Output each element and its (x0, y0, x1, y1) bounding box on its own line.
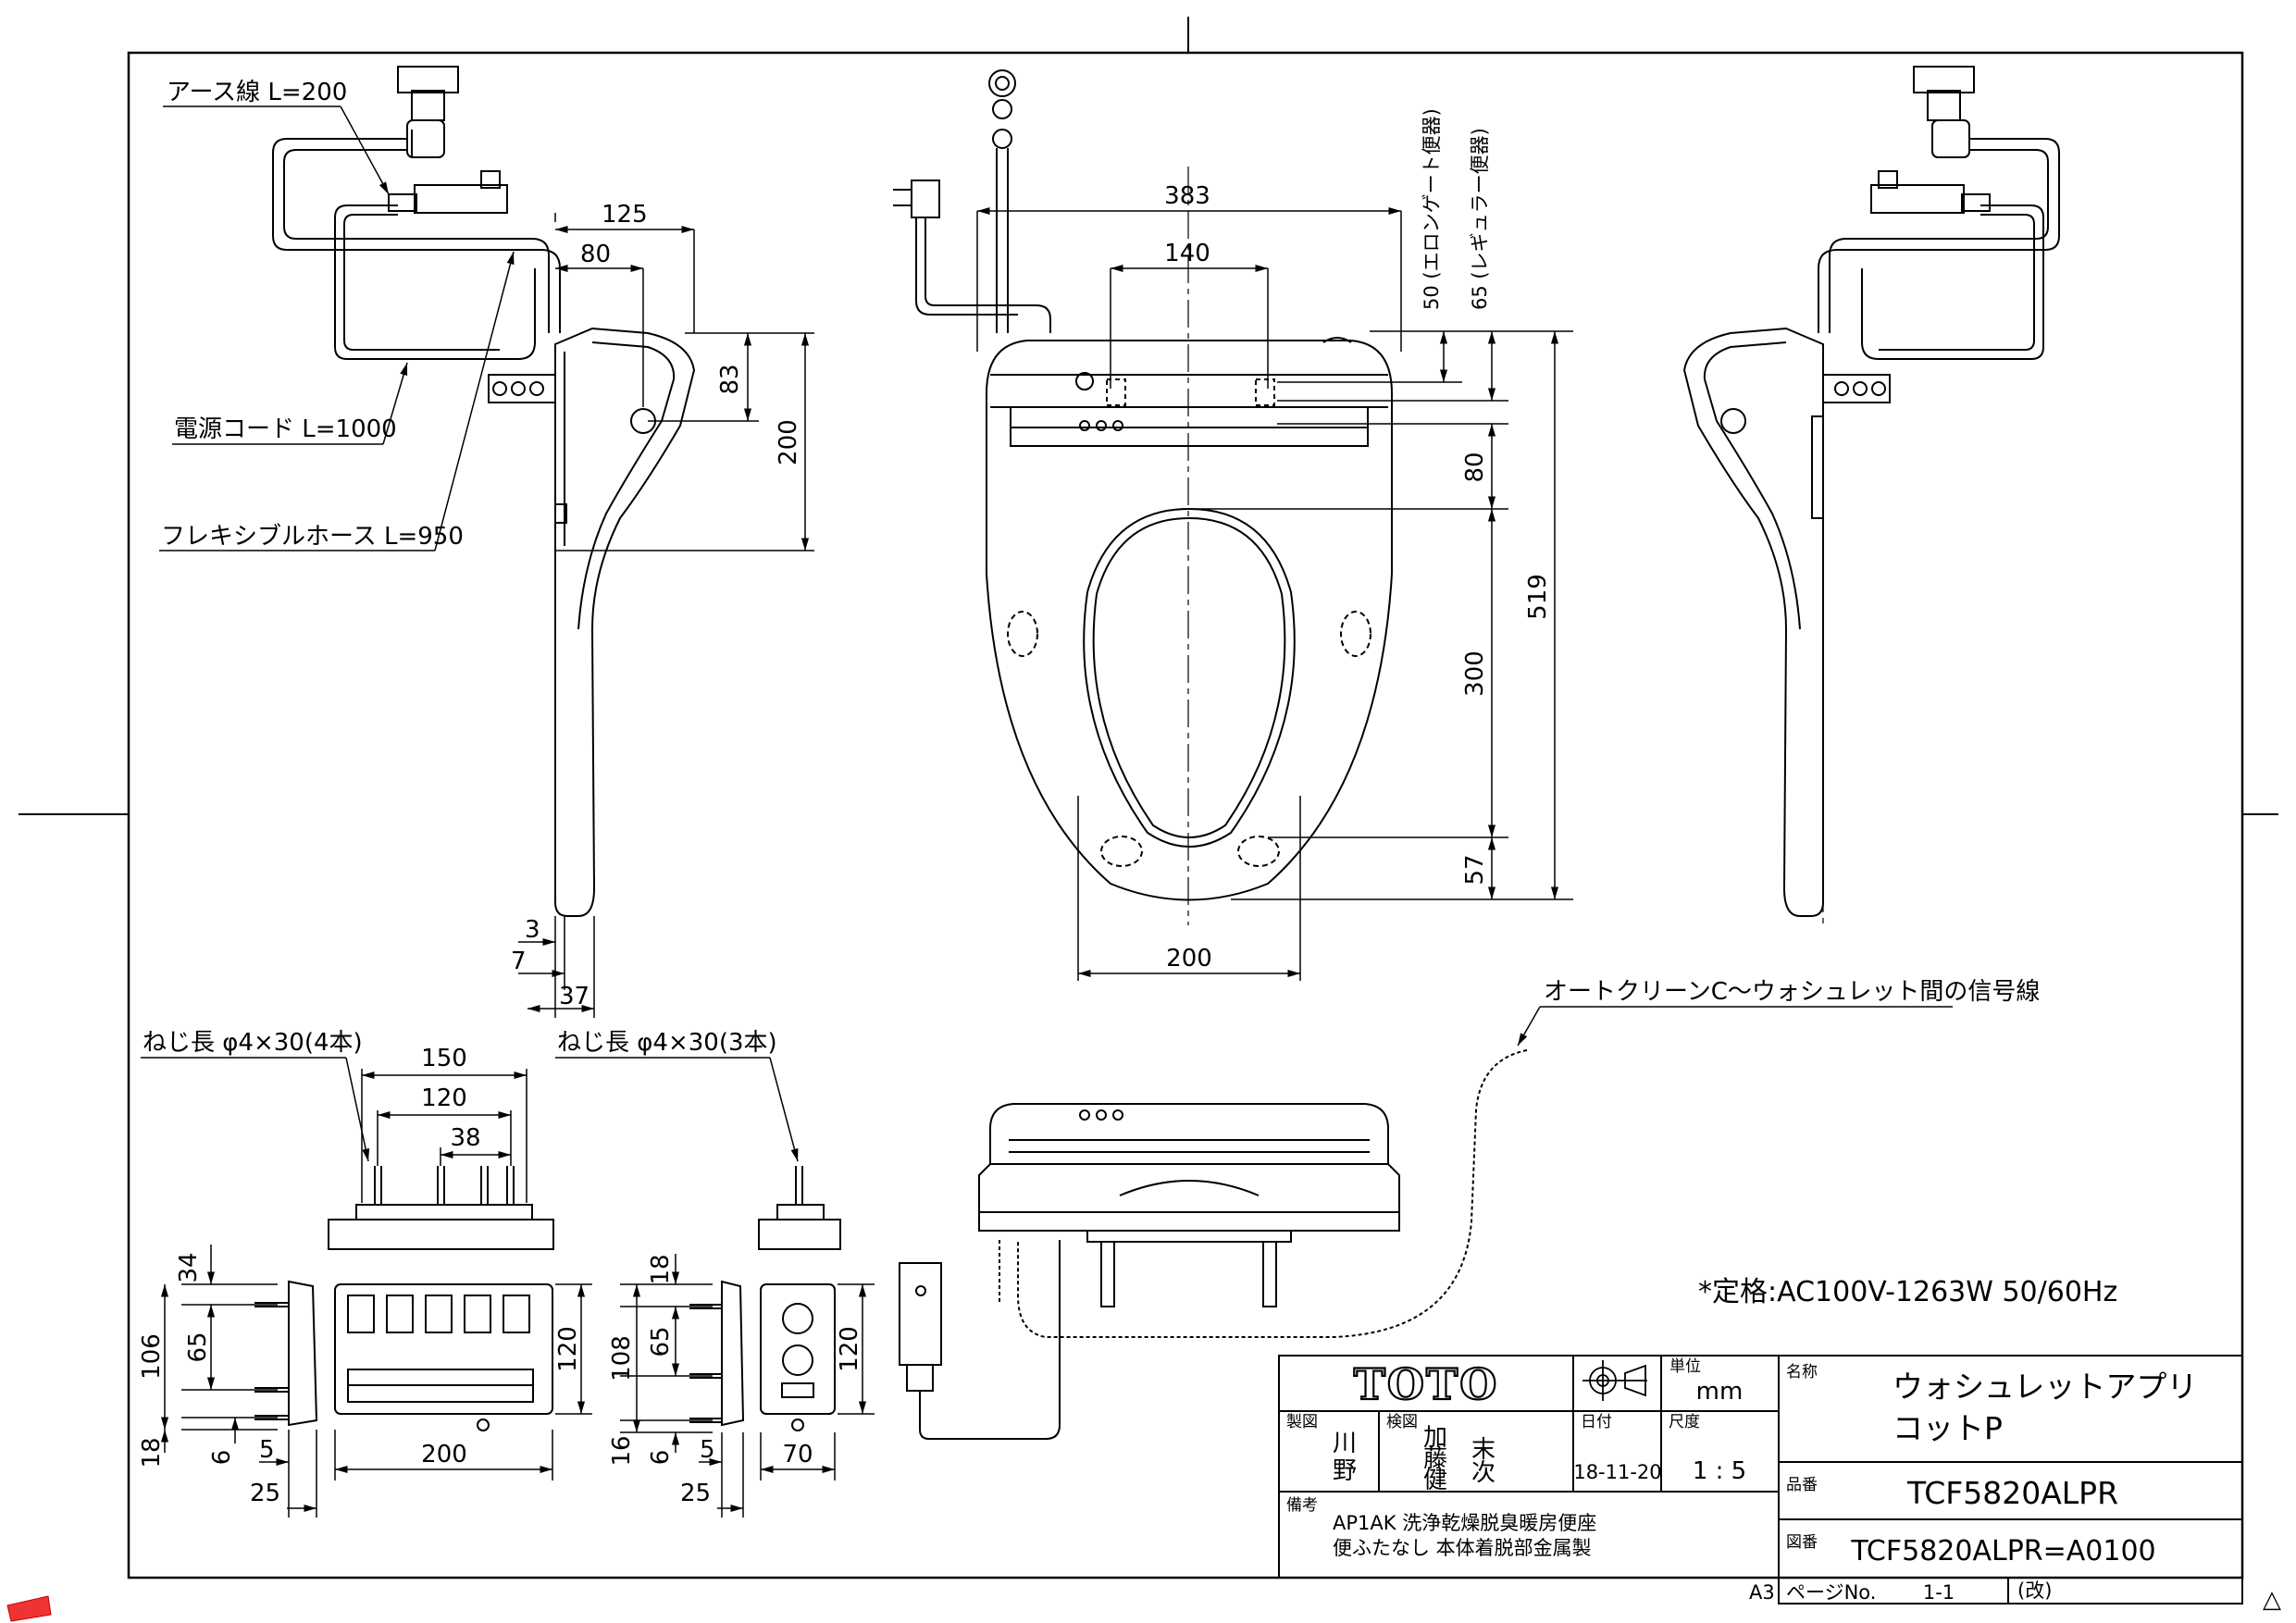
date-value: 18-11-20 (1573, 1461, 1661, 1483)
dim-519: 519 (1524, 574, 1552, 620)
holder-dimensions (620, 1254, 875, 1518)
checked-label: 検図 (1386, 1413, 1418, 1431)
screw-4-label: ねじ長 φ4×30(4本) (143, 1029, 363, 1057)
dim-34: 34 (175, 1252, 203, 1282)
product-name-line2: コットP (1893, 1410, 2003, 1446)
dim-300: 300 (1461, 650, 1489, 697)
side-view-right (1682, 66, 2060, 925)
dim-3: 3 (525, 916, 540, 944)
remote-dimension-labels: 34 106 65 18 6 5 25 200 120 (138, 1252, 582, 1507)
remarks-label: 備考 (1286, 1496, 1318, 1515)
dim-6-remote: 6 (208, 1450, 236, 1466)
part-number: TCF5820ALPR (1906, 1475, 2118, 1511)
rating-label: *定格:AC100V-1263W 50/60Hz (1698, 1276, 2117, 1308)
corner-triangle-icon: △ (2263, 1586, 2281, 1614)
front-view-dimension-labels: 383 140 50 (エロンゲート便器) 65 (レギュラー便器) 80 51… (1164, 108, 1552, 973)
flex-hose-label: フレキシブルホース L=950 (161, 523, 464, 551)
holder-dimension-labels: 18 108 65 16 6 5 25 70 120 (608, 1254, 863, 1507)
drawn-by-2: 野 (1333, 1457, 1357, 1485)
dim-57: 57 (1461, 854, 1489, 885)
signal-callout-leader (1517, 1006, 1953, 1047)
dim-50-elongated: 50 (エロンゲート便器) (1421, 108, 1443, 310)
earth-wire-label: アース線 L=200 (167, 79, 347, 106)
signal-wire-label: オートクリーンC～ウォシュレット間の信号線 (1544, 978, 2040, 1006)
screw-dimensions (141, 1057, 799, 1203)
controller-front-view (899, 1103, 1400, 1440)
dim-5-remote: 5 (259, 1436, 275, 1464)
dim-6-holder: 6 (647, 1450, 675, 1466)
toto-logo: TOTO (1354, 1359, 1499, 1409)
unit-value: mm (1696, 1378, 1744, 1406)
side-callout-leaders (159, 105, 515, 551)
revision-label: (改) (2017, 1580, 2052, 1602)
dim-70: 70 (782, 1441, 813, 1468)
unit-label: 単位 (1669, 1357, 1701, 1376)
checked-by-5: 次 (1471, 1459, 1496, 1487)
checked-by-4: 末 (1471, 1436, 1496, 1464)
drawing-number: TCF5820ALPR=A0100 (1850, 1535, 2155, 1567)
side-view-dimensions (518, 213, 814, 1018)
frame (19, 17, 2278, 1580)
checked-by-3: 健 (1423, 1467, 1447, 1494)
title-block-grid (1278, 1355, 2243, 1604)
page-label: ページNo. (1786, 1581, 1876, 1604)
signal-wire (1017, 1049, 1528, 1338)
dim-80: 80 (580, 241, 611, 268)
screw-brackets (328, 1166, 841, 1250)
dim-37: 37 (559, 983, 590, 1010)
dim-38: 38 (450, 1124, 480, 1152)
side-view-dimension-labels: 125 80 83 200 3 7 37 (511, 201, 802, 1010)
sheet-size: A3 (1749, 1581, 1775, 1604)
dim-120-holder: 120 (836, 1326, 863, 1372)
front-view (893, 69, 1393, 925)
checked-by-1: 加 (1423, 1424, 1447, 1452)
dim-106: 106 (138, 1333, 166, 1380)
dim-65-remote: 65 (184, 1332, 212, 1362)
front-view-dimensions (976, 206, 1573, 981)
dim-16: 16 (608, 1435, 636, 1466)
remote-dimensions (160, 1245, 592, 1518)
stamp-icon (6, 1595, 52, 1622)
product-name-line1: ウォシュレットアプリ (1893, 1369, 2197, 1405)
power-cord-label: 電源コード L=1000 (174, 415, 397, 443)
drawn-by-1: 川 (1333, 1430, 1357, 1457)
checked-by-2: 藤 (1423, 1445, 1447, 1473)
dim-125: 125 (602, 201, 648, 229)
dim-7: 7 (511, 948, 527, 975)
dim-18-remote: 18 (138, 1437, 166, 1468)
screw-3-label: ねじ長 φ4×30(3本) (557, 1029, 777, 1057)
date-label: 日付 (1581, 1413, 1612, 1431)
dim-83: 83 (716, 364, 744, 394)
part-label: 品番 (1786, 1476, 1818, 1494)
drawn-label: 製図 (1286, 1413, 1318, 1431)
scale-value: 1 : 5 (1693, 1457, 1746, 1485)
dim-25-remote: 25 (250, 1480, 280, 1507)
dim-80-front: 80 (1461, 452, 1489, 482)
dim-140: 140 (1164, 240, 1210, 267)
dim-65-regular: 65 (レギュラー便器) (1469, 128, 1491, 310)
dim-25-holder: 25 (680, 1480, 711, 1507)
dim-150: 150 (421, 1045, 467, 1072)
dim-18-holder: 18 (647, 1254, 675, 1284)
drawing-label: 図番 (1786, 1533, 1818, 1552)
remarks-line1: AP1AK 洗浄乾燥脱臭暖房便座 (1333, 1512, 1596, 1534)
dim-200-remote: 200 (421, 1441, 467, 1468)
name-label: 名称 (1786, 1363, 1818, 1381)
page-number: 1-1 (1923, 1581, 1955, 1604)
remote-views (254, 1280, 836, 1431)
dim-200-front: 200 (1166, 945, 1212, 973)
dim-120-screw: 120 (421, 1084, 467, 1112)
dim-5-holder: 5 (700, 1436, 715, 1464)
dim-200-side: 200 (775, 419, 802, 465)
dim-383: 383 (1164, 182, 1210, 210)
dim-65-holder: 65 (647, 1326, 675, 1357)
dim-108: 108 (608, 1335, 636, 1381)
remarks-line2: 便ふたなし 本体着脱部金属製 (1333, 1537, 1592, 1559)
side-view-left (272, 66, 696, 917)
scale-label: 尺度 (1669, 1413, 1700, 1431)
projection-symbol-icon (1582, 1360, 1647, 1401)
dim-120-remote: 120 (554, 1326, 582, 1372)
